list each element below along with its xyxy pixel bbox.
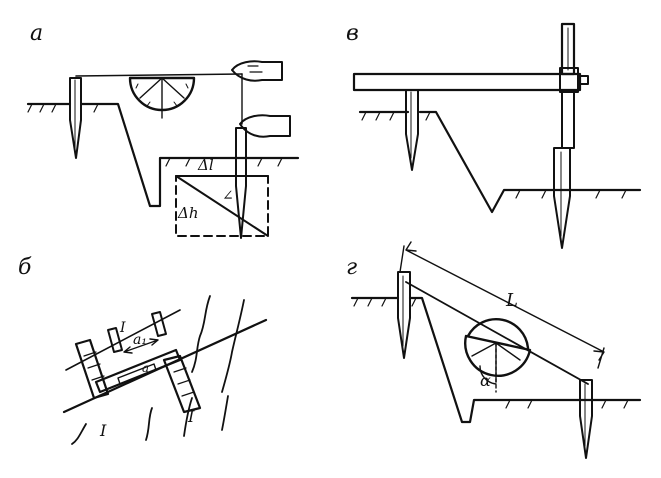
panel-b-label-a1: a₁ — [133, 332, 147, 348]
panel-v-lower-rod — [561, 91, 575, 149]
panel-a-label-dl: Δl — [197, 156, 214, 174]
panel-g-dimension-l — [399, 241, 605, 369]
panel-b-label-a: a — [142, 361, 149, 375]
panel-g: г L α — [346, 241, 642, 459]
panel-b-level-bar — [94, 348, 182, 394]
panel-a-ground-hatch — [27, 103, 283, 167]
panel-b-right-plank — [162, 354, 202, 414]
panel-b-letter: б — [18, 255, 32, 280]
panel-g-label-l: L — [505, 290, 518, 311]
panel-a-letter: а — [30, 21, 43, 46]
panel-g-right-stake — [579, 379, 593, 459]
panel-g-letter: г — [346, 255, 357, 280]
panel-b-left-plank — [74, 338, 110, 400]
panel-a-label-angle: ∠ — [222, 188, 234, 204]
panel-a-diagonal — [175, 175, 269, 237]
panel-v-left-stake — [405, 89, 419, 171]
panel-a-hand-upper — [231, 60, 283, 82]
panel-v-crossbar — [352, 72, 582, 92]
panel-b-label-one-left: I — [99, 421, 107, 440]
panel-b-label-slope-mark: I — [119, 320, 126, 336]
panel-a-left-stake — [69, 77, 82, 159]
panel-b-label-one-right: I — [187, 407, 195, 426]
panel-a-cord — [75, 73, 243, 77]
panel-b-cord — [65, 309, 181, 371]
panel-g-cord — [405, 281, 589, 385]
panel-b-level-vial — [117, 363, 157, 385]
panel-b: б a₁ a I I I — [18, 255, 268, 445]
panel-v-letter: в — [346, 21, 359, 46]
panel-a-ground — [26, 102, 300, 208]
panel-a-hand-lower — [239, 114, 291, 138]
panel-g-inclinometer — [464, 334, 532, 377]
panel-b-contour-1 — [191, 295, 211, 373]
panel-v-upper-rod — [560, 22, 576, 76]
panel-v: в — [346, 21, 642, 249]
panel-v-ground — [358, 110, 642, 214]
panel-g-ground — [350, 296, 642, 424]
panel-a-label-dh: Δh — [177, 204, 199, 222]
panel-g-left-stake — [397, 271, 411, 359]
panel-a-protractor — [128, 76, 196, 112]
panel-a: а Δl Δh ∠ — [26, 21, 300, 239]
panel-g-label-alpha: α — [480, 371, 491, 390]
panel-b-contour-2 — [221, 299, 245, 393]
panel-v-right-stake — [553, 147, 571, 249]
